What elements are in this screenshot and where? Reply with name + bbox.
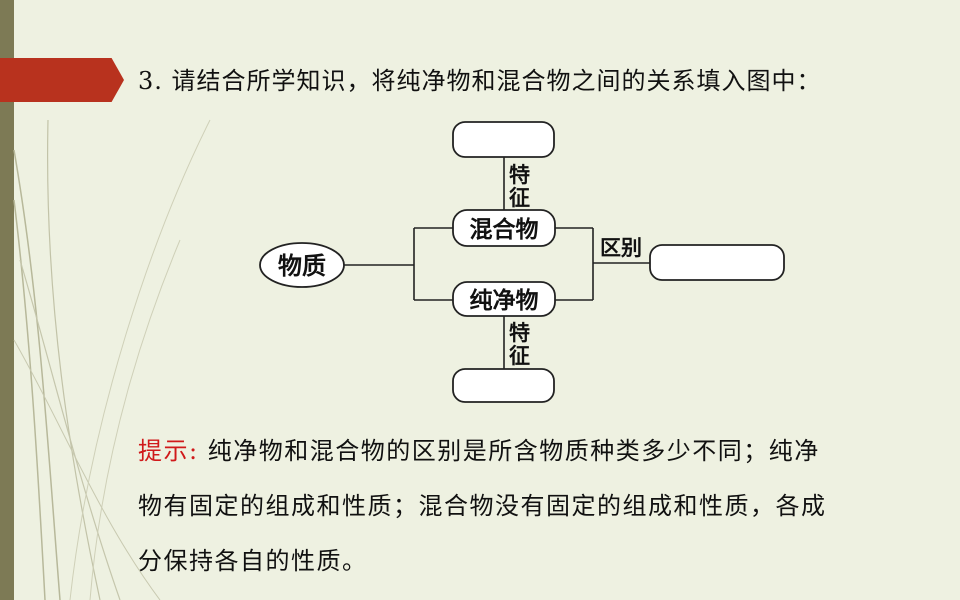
left-decor-bar	[0, 0, 14, 600]
feature-bottom-label-2: 征	[509, 344, 530, 368]
root-ellipse	[259, 242, 345, 288]
feature-top-label-2: 征	[509, 186, 530, 210]
question-text: 3. 请结合所学知识，将纯净物和混合物之间的关系填入图中：	[138, 67, 822, 95]
pure-label: 纯净物	[470, 287, 539, 314]
hint-text-1: 纯净物和混合物的区别是所含物质种类多少不同；纯净	[207, 437, 820, 465]
hint-label: 提示:	[138, 437, 199, 465]
feature-bottom-label-1: 特	[509, 321, 530, 345]
root-label: 物质	[278, 252, 326, 280]
hint-block: 提示: 纯净物和混合物的区别是所含物质种类多少不同；纯净 物有固定的组成和性质；…	[138, 424, 938, 589]
question-arrow-tab	[0, 58, 124, 102]
decorative-curves	[13, 119, 211, 600]
blank-box-right[interactable]	[649, 244, 785, 281]
blank-box-bottom[interactable]	[452, 368, 555, 403]
hint-line-2: 物有固定的组成和性质；混合物没有固定的组成和性质，各成	[138, 492, 827, 520]
blank-box-top[interactable]	[452, 121, 555, 158]
difference-label: 区别	[600, 236, 642, 260]
hint-line-3: 分保持各自的性质。	[138, 547, 368, 575]
feature-top-label-1: 特	[509, 163, 530, 187]
mixture-box	[452, 209, 556, 247]
mixture-label: 混合物	[470, 216, 539, 243]
pure-box	[452, 281, 556, 317]
hint-line-1: 提示: 纯净物和混合物的区别是所含物质种类多少不同；纯净	[138, 424, 938, 479]
